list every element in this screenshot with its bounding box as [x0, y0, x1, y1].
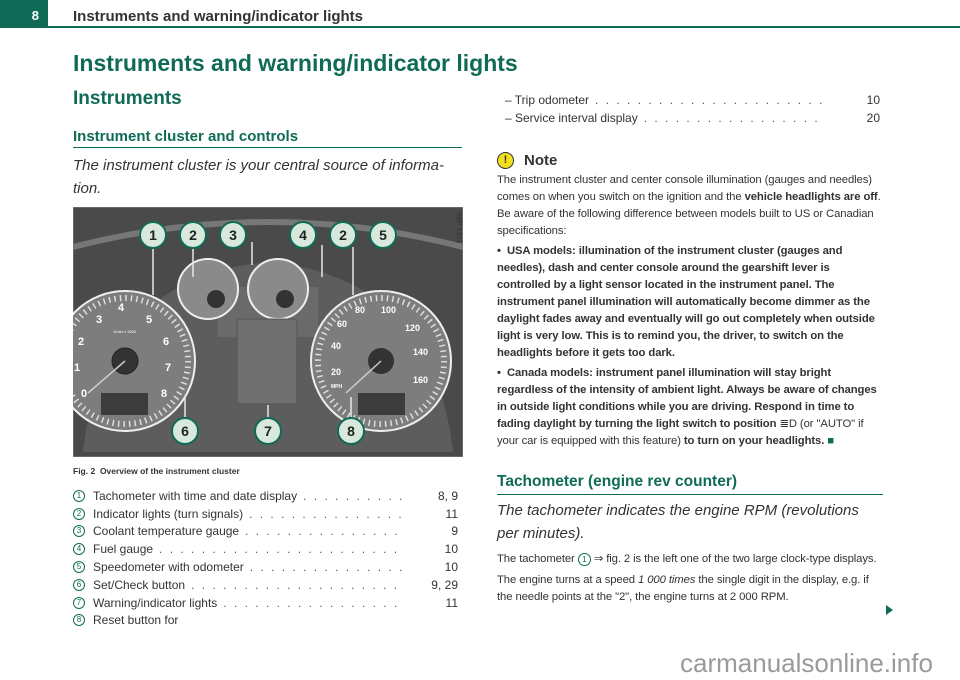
speed-label: 20 [331, 367, 341, 377]
speed-label: 160 [413, 375, 428, 385]
speed-label: 60 [337, 319, 347, 329]
right-column: !Note The instrument cluster and center … [497, 150, 883, 610]
figure-caption: Fig. 2 Overview of the instrument cluste… [73, 466, 240, 476]
svg-text:8: 8 [347, 423, 355, 439]
instrument-cluster-figure: 4 3 5 2 6 1 7 0 8 20 40 60 80 100 120 14… [54, 206, 464, 458]
callout-5: 5 [369, 221, 397, 249]
intro-text: The instrument cluster is your central s… [73, 157, 444, 197]
tach-label: 5 [146, 314, 152, 326]
figure-code: B8P-1351 [455, 212, 462, 243]
header-rule [48, 26, 960, 28]
tach-unit: 1/min x 1000 [113, 329, 137, 334]
headlight-symbol: ≣D [779, 418, 797, 430]
svg-text:2: 2 [339, 227, 347, 243]
svg-text:1: 1 [149, 227, 157, 243]
svg-text:6: 6 [181, 423, 189, 439]
tachometer-body: The tachometer 1 ⇒ fig. 2 is the left on… [497, 553, 877, 603]
watermark: carmanualsonline.info [680, 648, 933, 678]
sub-legend: – Trip odometer10 – Service interval dis… [497, 91, 880, 127]
callout-3: 3 [219, 221, 247, 249]
svg-text:2: 2 [189, 227, 197, 243]
note-body: The instrument cluster and center consol… [497, 174, 881, 447]
speed-label: 100 [381, 305, 396, 315]
page-number: 8 [0, 0, 48, 28]
tach-label: 4 [118, 302, 125, 314]
callout-2: 2 [179, 221, 207, 249]
legend-subitem: – Service interval display20 [497, 109, 880, 127]
svg-text:7: 7 [264, 423, 272, 439]
tach-label: 1 [74, 362, 80, 374]
speed-label: 80 [355, 305, 365, 315]
tach-label: 2 [78, 336, 84, 348]
speed-label: 40 [331, 341, 341, 351]
legend-subitem: – Trip odometer10 [497, 91, 880, 109]
svg-text:5: 5 [379, 227, 387, 243]
svg-text:4: 4 [299, 227, 307, 243]
callout-6: 6 [171, 417, 199, 445]
warning-icon: ! [497, 152, 514, 169]
tach-label: 3 [96, 314, 102, 326]
running-header: Instruments and warning/indicator lights [73, 8, 364, 25]
speed-label: 140 [413, 347, 428, 357]
svg-text:3: 3 [229, 227, 237, 243]
continue-arrow-icon [886, 605, 893, 615]
callout-1: 1 [139, 221, 167, 249]
speed-unit: MPH [331, 384, 343, 390]
speed-label: 120 [405, 323, 420, 333]
tach-label: 8 [161, 388, 167, 400]
page-title: Instruments and warning/indicator lights [73, 50, 518, 76]
tach-label: 7 [165, 362, 171, 374]
subsection-heading: Instrument cluster and controls [73, 128, 462, 148]
callout-4: 4 [289, 221, 317, 249]
section-heading: Instruments [73, 88, 182, 109]
callout-8: 8 [337, 417, 365, 445]
tachometer-intro: The tachometer indicates the engine RPM … [497, 502, 859, 542]
callout-2b: 2 [329, 221, 357, 249]
callout-7: 7 [254, 417, 282, 445]
tach-label: 0 [81, 388, 87, 400]
note-heading: !Note [497, 150, 883, 171]
tach-label: 6 [163, 336, 169, 348]
end-mark-icon: ■ [827, 435, 835, 447]
tachometer-heading: Tachometer (engine rev counter) [497, 473, 883, 495]
